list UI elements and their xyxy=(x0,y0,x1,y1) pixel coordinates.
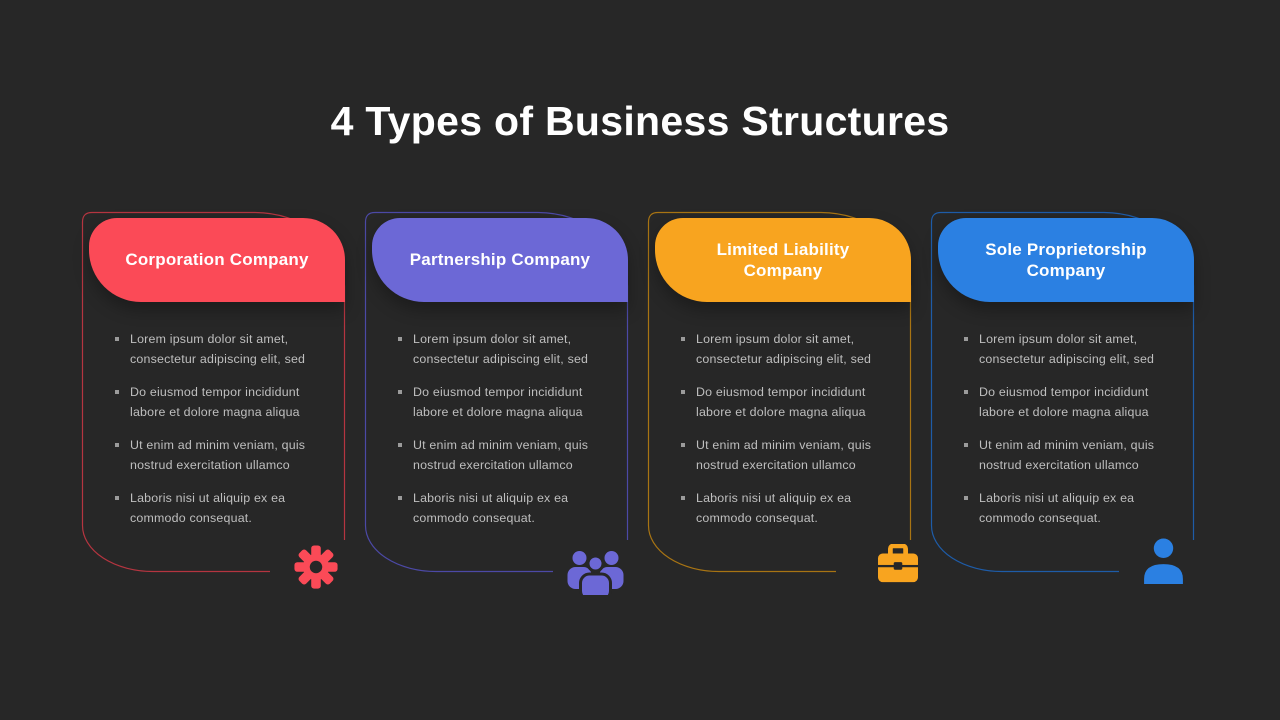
card-title: Partnership Company xyxy=(409,250,591,270)
bullet-text: Ut enim ad minim veniam, quis nostrud ex… xyxy=(979,438,1155,472)
bullet-marker xyxy=(115,337,119,341)
bullet-item: Do eiusmod tempor incididunt labore et d… xyxy=(964,382,1176,422)
card-header: Sole Proprietorship Company xyxy=(938,218,1194,302)
bullet-marker xyxy=(115,496,119,500)
bullet-item: Do eiusmod tempor incididunt labore et d… xyxy=(115,382,327,422)
card-bullets: Lorem ipsum dolor sit amet, consectetur … xyxy=(681,329,893,541)
card-header: Partnership Company xyxy=(372,218,628,302)
bullet-marker xyxy=(964,390,968,394)
person-icon xyxy=(1141,537,1186,584)
briefcase-icon xyxy=(876,544,920,584)
bullet-item: Lorem ipsum dolor sit amet, consectetur … xyxy=(964,329,1176,369)
bullet-text: Do eiusmod tempor incididunt labore et d… xyxy=(130,385,300,419)
gear-icon xyxy=(293,544,339,590)
card-title: Sole Proprietorship Company xyxy=(985,239,1147,280)
card-title: Corporation Company xyxy=(125,250,309,270)
bullet-text: Do eiusmod tempor incididunt labore et d… xyxy=(979,385,1149,419)
bullet-marker xyxy=(398,443,402,447)
card-bullets: Lorem ipsum dolor sit amet, consectetur … xyxy=(115,329,327,541)
bullet-item: Do eiusmod tempor incididunt labore et d… xyxy=(398,382,610,422)
bullet-marker xyxy=(681,337,685,341)
card-header: Corporation Company xyxy=(89,218,345,302)
bullet-item: Lorem ipsum dolor sit amet, consectetur … xyxy=(681,329,893,369)
bullet-item: Ut enim ad minim veniam, quis nostrud ex… xyxy=(398,435,610,475)
bullet-marker xyxy=(964,337,968,341)
bullet-text: Lorem ipsum dolor sit amet, consectetur … xyxy=(979,332,1155,366)
bullet-text: Do eiusmod tempor incididunt labore et d… xyxy=(696,385,866,419)
bullet-text: Laboris nisi ut aliquip ex ea commodo co… xyxy=(979,491,1135,525)
bullet-item: Lorem ipsum dolor sit amet, consectetur … xyxy=(115,329,327,369)
bullet-text: Ut enim ad minim veniam, quis nostrud ex… xyxy=(413,438,589,472)
bullet-text: Ut enim ad minim veniam, quis nostrud ex… xyxy=(130,438,306,472)
card-bullets: Lorem ipsum dolor sit amet, consectetur … xyxy=(398,329,610,541)
bullet-marker xyxy=(681,390,685,394)
bullet-marker xyxy=(115,443,119,447)
card-sole-proprietorship: Sole Proprietorship Company Lorem ipsum … xyxy=(930,211,1195,584)
bullet-marker xyxy=(964,496,968,500)
bullet-marker xyxy=(398,496,402,500)
bullet-item: Ut enim ad minim veniam, quis nostrud ex… xyxy=(115,435,327,475)
card-bullets: Lorem ipsum dolor sit amet, consectetur … xyxy=(964,329,1176,541)
bullet-item: Ut enim ad minim veniam, quis nostrud ex… xyxy=(964,435,1176,475)
bullet-marker xyxy=(964,443,968,447)
bullet-item: Laboris nisi ut aliquip ex ea commodo co… xyxy=(681,488,893,528)
bullet-item: Lorem ipsum dolor sit amet, consectetur … xyxy=(398,329,610,369)
bullet-marker xyxy=(398,337,402,341)
bullet-text: Laboris nisi ut aliquip ex ea commodo co… xyxy=(696,491,852,525)
bullet-item: Laboris nisi ut aliquip ex ea commodo co… xyxy=(964,488,1176,528)
people-icon xyxy=(565,549,626,595)
bullet-text: Laboris nisi ut aliquip ex ea commodo co… xyxy=(130,491,286,525)
card-title: Limited Liability Company xyxy=(716,239,850,280)
bullet-marker xyxy=(398,390,402,394)
bullet-text: Lorem ipsum dolor sit amet, consectetur … xyxy=(130,332,306,366)
bullet-text: Do eiusmod tempor incididunt labore et d… xyxy=(413,385,583,419)
bullet-text: Ut enim ad minim veniam, quis nostrud ex… xyxy=(696,438,872,472)
bullet-marker xyxy=(681,443,685,447)
card-partnership: Partnership Company Lorem ipsum dolor si… xyxy=(364,211,629,595)
card-limited-liability: Limited Liability Company Lorem ipsum do… xyxy=(647,211,918,583)
card-header: Limited Liability Company xyxy=(655,218,911,302)
cards-row: Corporation Company Lorem ipsum dolor si… xyxy=(81,211,1195,595)
bullet-text: Laboris nisi ut aliquip ex ea commodo co… xyxy=(413,491,569,525)
bullet-item: Laboris nisi ut aliquip ex ea commodo co… xyxy=(115,488,327,528)
bullet-item: Do eiusmod tempor incididunt labore et d… xyxy=(681,382,893,422)
slide-title: 4 Types of Business Structures xyxy=(330,98,950,144)
bullet-text: Lorem ipsum dolor sit amet, consectetur … xyxy=(696,332,872,366)
bullet-marker xyxy=(115,390,119,394)
bullet-marker xyxy=(681,496,685,500)
bullet-item: Laboris nisi ut aliquip ex ea commodo co… xyxy=(398,488,610,528)
bullet-text: Lorem ipsum dolor sit amet, consectetur … xyxy=(413,332,589,366)
card-corporation: Corporation Company Lorem ipsum dolor si… xyxy=(81,211,346,589)
bullet-item: Ut enim ad minim veniam, quis nostrud ex… xyxy=(681,435,893,475)
